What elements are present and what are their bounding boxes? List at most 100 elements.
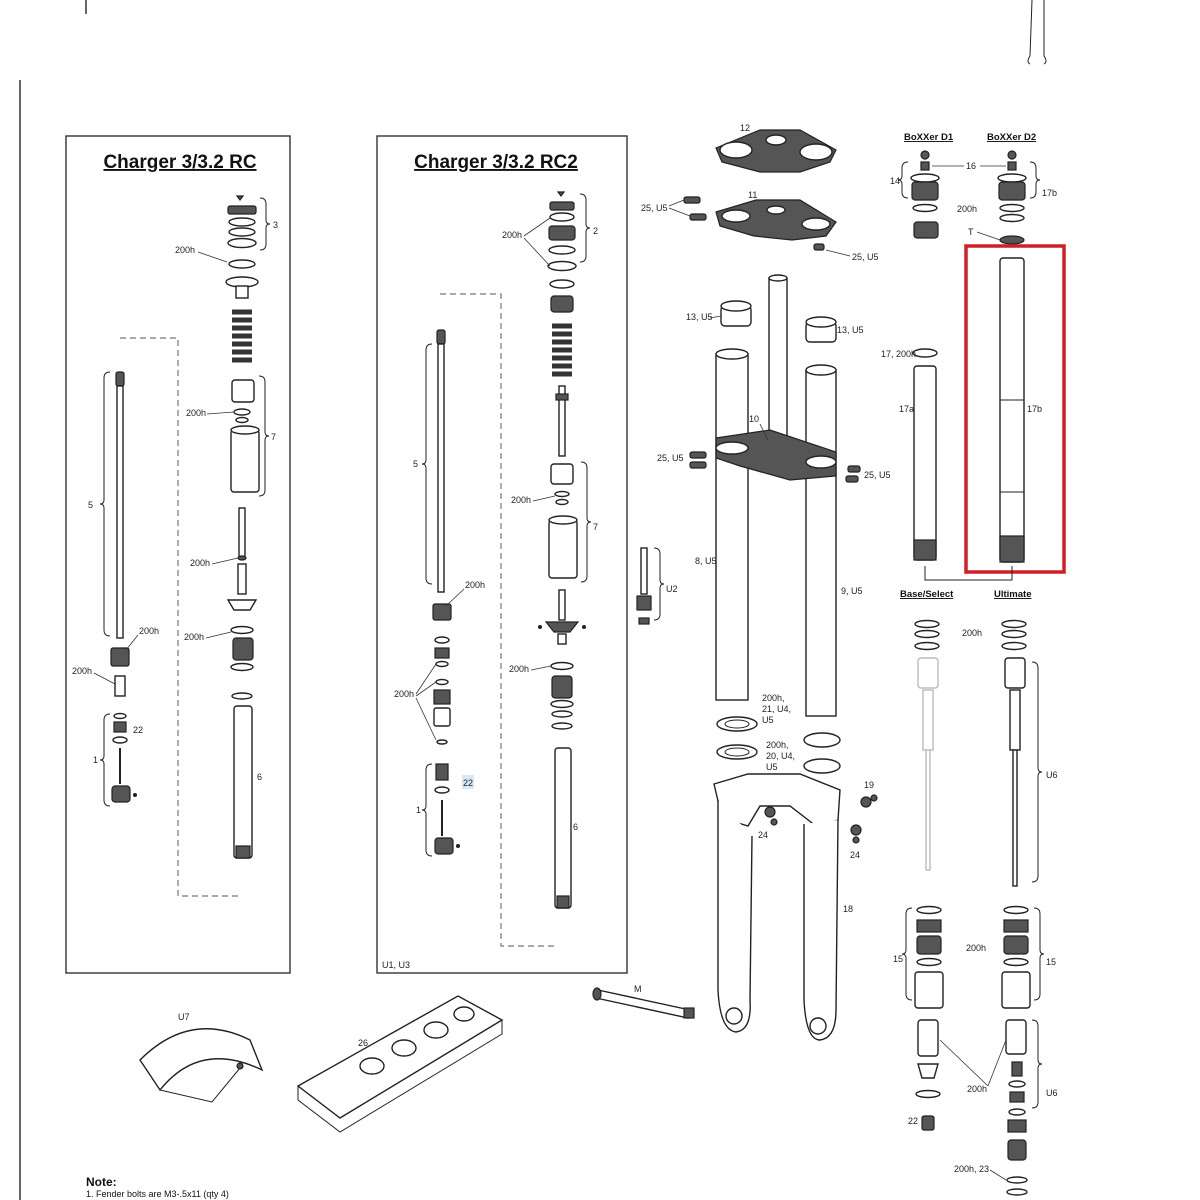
seal-20: 200h, 20, U4, U5 [716, 740, 841, 774]
label-rc2-200h-c: 200h [509, 664, 529, 674]
label-rc-200h-e: 200h [139, 626, 159, 636]
rc-valve: 200h [72, 666, 126, 697]
damper-shaft-ultimate-u6: U6 [1004, 657, 1058, 887]
orings-200h-mid: 200h [914, 619, 1027, 651]
rc-damper-shaft [226, 507, 258, 611]
label-c-13u5-b: 13, U5 [837, 325, 864, 335]
label-rc2-5: 5 [413, 459, 418, 469]
crown-bolts-lower: 25, U5 25, U5 [657, 451, 891, 483]
base-valve-left: 22 [908, 1019, 941, 1131]
label-r-17-200h: 17, 200h [881, 349, 916, 359]
highlight-box-17b [964, 244, 1066, 574]
rc-assembly-7: 7 [230, 375, 276, 497]
label-rc-3: 3 [273, 220, 278, 230]
label-c-25u5-b: 25, U5 [852, 252, 879, 262]
rc-dashed-path [120, 337, 238, 897]
label-r-u6-a: U6 [1046, 770, 1058, 780]
label-rc2-6: 6 [573, 822, 578, 832]
orings-200h-top: 200h [912, 203, 1025, 223]
label-r-17a: 17a [899, 404, 914, 414]
label-r-16: 16 [966, 161, 976, 171]
headset-spacer-13a: 13, U5 [686, 300, 752, 327]
label-c-9u5: 9, U5 [841, 586, 863, 596]
part-t: T [913, 221, 1025, 245]
top-cap-d2: 17b [997, 150, 1057, 201]
label-c-10: 10 [749, 414, 759, 424]
headset-spacer-13b: 13, U5 [805, 316, 864, 343]
rc2-damper-tube: 6 [554, 747, 578, 909]
base-valve-right-u6: U6 [1005, 1019, 1058, 1196]
label-rc2-2: 2 [593, 226, 598, 236]
label-rc-200h-c: 200h [190, 558, 210, 568]
rc-spring-assembly [225, 276, 259, 363]
rc2-adjuster-assembly-1: 22 1 [416, 739, 474, 857]
label-c-24b: 24 [850, 850, 860, 860]
rc-seal-head [230, 625, 254, 700]
note-line-1: 1. Fender bolts are M3-.5x11 (qty 4) [86, 1189, 229, 1199]
label-rc2-22: 22 [463, 778, 473, 788]
label-c-12: 12 [740, 123, 750, 133]
label-c-200h21-b: 21, U4, [762, 704, 791, 714]
fender-u7: U7 [139, 1012, 264, 1103]
label-rc2-200h-e: 200h [394, 689, 414, 699]
label-r-22: 22 [908, 1116, 918, 1126]
label-c-18: 18 [843, 904, 853, 914]
assembly-15-left: 15 [893, 905, 944, 1009]
rc-nut: 200h [110, 626, 159, 667]
header-base-select: Base/Select [900, 589, 954, 600]
label-c-200h20-c: U5 [766, 762, 778, 772]
rc2-valve-stack: 200h [394, 636, 451, 741]
rc2-dashed-path [440, 293, 555, 947]
label-rc-200h-f: 200h [72, 666, 92, 676]
label-c-200h20-b: 20, U4, [766, 751, 795, 761]
rc2-spring-assembly [549, 279, 575, 457]
panel-rc2-title: Charger 3/3.2 RC2 [414, 152, 578, 173]
label-rc2-7: 7 [593, 522, 598, 532]
label-r-14: 14 [890, 176, 900, 186]
label-rc2-1: 1 [416, 805, 421, 815]
rc2-cap-assembly: 2 [547, 191, 598, 272]
note-heading: Note: [86, 1175, 117, 1189]
label-rc-22: 22 [133, 725, 143, 735]
panel-rc2-footer: U1, U3 [382, 960, 410, 970]
panel-charger-rc2: Charger 3/3.2 RC2 U1, U3 2 200h [376, 135, 628, 974]
tool-block-26: 26 [296, 995, 504, 1133]
fork-assembly: 12 11 25, U5 25, U5 13, U5 [139, 123, 891, 1133]
damper-body-17a: 17, 200h 17a [881, 348, 938, 561]
damper-body-17b[interactable]: 17b [999, 257, 1042, 563]
label-rc-6: 6 [257, 772, 262, 782]
label-r-17b-top: 17b [1042, 188, 1057, 198]
top-cap-d1-14: 14 [890, 150, 940, 201]
label-r-200h-mid: 200h [962, 628, 982, 638]
label-c-19: 19 [864, 780, 874, 790]
hardware-19-24: 19 24 24 [758, 780, 878, 860]
label-c-u2: U2 [666, 584, 678, 594]
panel-rc2-frame [376, 135, 628, 974]
panel-charger-rc: Charger 3/3.2 RC 3 200h 7 [65, 135, 291, 974]
rc2-nut: 200h [432, 580, 485, 621]
label-rc2-200h-a: 200h [502, 230, 522, 240]
label-r-200h-top: 200h [957, 204, 977, 214]
label-c-24a: 24 [758, 830, 768, 840]
steerer-tube [768, 277, 788, 439]
label-c-200h21-c: U5 [762, 715, 774, 725]
label-c-25u5-d: 25, U5 [864, 470, 891, 480]
stanchion-right-9: 9, U5 [805, 364, 863, 717]
label-c-u7: U7 [178, 1012, 190, 1022]
label-r-200h-bot: 200h [967, 1084, 987, 1094]
label-r-t: T [968, 227, 974, 237]
rc-rod-5: 5 [88, 371, 125, 639]
label-rc-7: 7 [271, 432, 276, 442]
rc2-piston-shaft [538, 589, 586, 645]
rc-cap-assembly: 3 [227, 195, 278, 251]
fork-logo-icon [1027, 0, 1047, 65]
label-c-25u5-c: 25, U5 [657, 453, 684, 463]
rc-adjuster-assembly-1: 22 1 [93, 712, 143, 807]
label-rc-200h-b: 200h [186, 408, 206, 418]
label-rc-1: 1 [93, 755, 98, 765]
rc2-assembly-7: 7 [548, 461, 598, 583]
header-boxxer-d1: BoXXer D1 [904, 132, 954, 143]
label-r-u6-b: U6 [1046, 1088, 1058, 1098]
assembly-15-right: 15 [1001, 905, 1056, 1009]
